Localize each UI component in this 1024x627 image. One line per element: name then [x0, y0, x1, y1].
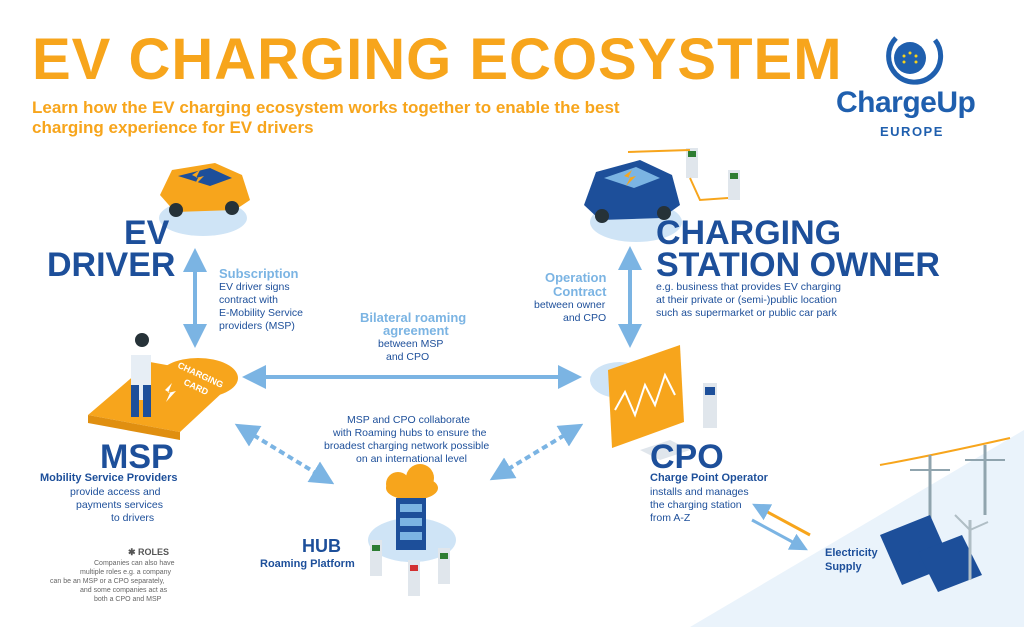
cpo-desc-line1: installs and manages [650, 486, 749, 498]
bilateral-label-line2: agreement [383, 323, 449, 338]
msp-desc-line3: to drivers [111, 512, 155, 524]
cpo-desc-line2: the charging station [650, 499, 742, 511]
roles-line1: Companies can also have [94, 560, 175, 567]
subscription-desc-line3: E-Mobility Service [219, 307, 304, 319]
subscription-desc-line2: contract with [219, 294, 278, 306]
electricity-supply-arrow-in [752, 503, 811, 537]
roles-line5: both a CPO and MSP [94, 596, 162, 603]
station-owner-desc-line1: e.g. business that provides EV charging [656, 281, 842, 293]
subscription-label: Subscription [219, 266, 299, 281]
collab-line2: with Roaming hubs to ensure the [333, 427, 487, 439]
collab-line4: on an international level [356, 453, 467, 465]
page-subtitle: Learn how the EV charging ecosystem work… [32, 98, 620, 137]
cpo-subtitle: Charge Point Operator [650, 472, 768, 484]
msp-desc-line1: provide access and [70, 486, 161, 498]
bilateral-label-line1: Bilateral roaming [360, 310, 467, 325]
electricity-line2: Supply [825, 561, 862, 573]
cpo-monitor-illustration [590, 345, 717, 460]
station-owner-desc-line3: such as supermarket or public car park [656, 307, 837, 319]
collab-line3: broadest charging network possible [324, 440, 490, 452]
subscription-desc-line1: EV driver signs [219, 281, 290, 293]
roles-line4: and some companies act as [80, 587, 168, 594]
ev-driver-title-line1: EV [124, 214, 170, 252]
station-owner-desc-line2: at their private or (semi-)public locati… [656, 294, 837, 306]
operation-contract-label-line2: Contract [553, 284, 607, 299]
operation-contract-desc-line1: between owner [534, 299, 606, 311]
station-owner-title-line2: STATION OWNER [656, 246, 940, 284]
roles-line3: can be an MSP or a CPO separately, [50, 578, 165, 585]
cpo-title: CPO [650, 438, 724, 476]
station-owner-car-illustration [584, 148, 740, 242]
bilateral-desc-line1: between MSP [378, 338, 444, 350]
operation-contract-label-line1: Operation [545, 270, 607, 285]
bilateral-desc-line2: and CPO [386, 351, 430, 363]
logo-sub: EUROPE [880, 124, 944, 139]
person-icon [131, 333, 151, 417]
hub-title: HUB [302, 536, 341, 556]
msp-subtitle: Mobility Service Providers [40, 472, 178, 484]
page-title: EV CHARGING ECOSYSTEM [32, 27, 843, 92]
hub-server-illustration [368, 464, 456, 596]
subscription-desc-line4: providers (MSP) [219, 320, 295, 332]
ev-driver-car-illustration [159, 163, 250, 236]
cpo-desc-line3: from A-Z [650, 512, 691, 524]
electricity-supply-illustration [879, 437, 1011, 592]
cpo-hub-arrow [489, 423, 584, 481]
hub-subtitle: Roaming Platform [260, 558, 355, 570]
msp-hub-arrow [234, 423, 335, 485]
collab-line1: MSP and CPO collaborate [347, 414, 470, 426]
operation-contract-desc-line2: and CPO [563, 312, 607, 324]
roles-header: ✱ ROLES [128, 547, 170, 557]
msp-title: MSP [100, 438, 174, 476]
ev-driver-title-line2: DRIVER [47, 246, 176, 284]
station-owner-title-line1: CHARGING [656, 214, 842, 252]
msp-charging-card-illustration [88, 333, 238, 440]
logo-name: ChargeUp [836, 86, 976, 119]
electricity-line1: Electricity [825, 547, 878, 559]
roles-line2: multiple roles e.g. a company [80, 569, 172, 576]
msp-desc-line2: payments services [76, 499, 163, 511]
chargeup-logo-icon [886, 36, 944, 85]
electricity-supply-arrow-out [751, 518, 808, 551]
